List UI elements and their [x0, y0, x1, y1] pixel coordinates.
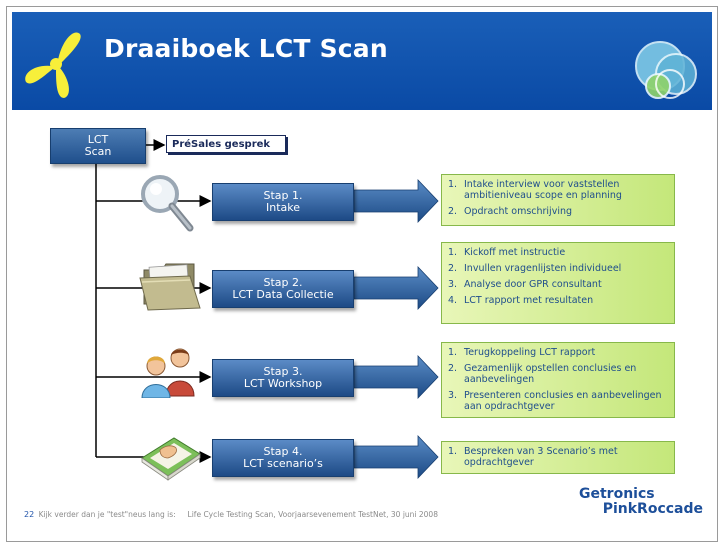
step-4-box: Stap 4. LCT scenario’s [212, 439, 354, 477]
item-text: Terugkoppeling LCT rapport [464, 347, 596, 358]
item-number: 1. [448, 347, 458, 358]
footer-text: Kijk verder dan je "test"neus lang is: L… [38, 510, 438, 519]
step-1-box: Stap 1. Intake [212, 183, 354, 221]
item-number: 2. [448, 206, 458, 217]
presales-box: PréSales gesprek [166, 135, 286, 153]
step-2-box: Stap 2. LCT Data Collectie [212, 270, 354, 308]
folder-icon [139, 263, 201, 311]
people-icon [141, 348, 195, 398]
item-text: Gezamenlijk opstellen conclusies en aanb… [464, 363, 637, 385]
list-item: 1. Bespreken van 3 Scenario’s met opdrach… [448, 446, 668, 468]
step-arrow [353, 179, 439, 223]
step-2-title: Stap 2. [263, 276, 303, 289]
list-item: 1. Terugkoppeling LCT rapport [448, 347, 668, 358]
list-item: 2. Opdracht omschrijving [448, 206, 668, 217]
step-3-title: Stap 3. [263, 365, 303, 378]
list-item: 2. Gezamenlijk opstellen conclusies en aa… [448, 363, 668, 385]
magnifier-icon [141, 175, 194, 232]
bubbles-logo-icon [635, 41, 697, 99]
page-number: 22 [24, 510, 35, 519]
item-number: 3. [448, 279, 458, 290]
item-number: 3. [448, 390, 458, 401]
lct-scan-label-line2: Scan [84, 145, 112, 158]
title-banner: Draaiboek LCT Scan [12, 12, 712, 110]
lct-scan-label-line1: LCT [87, 133, 109, 146]
step-1-details: 1. Intake interview voor vaststellen ambi… [441, 174, 675, 226]
book-icon [141, 437, 201, 481]
propeller-logo-icon [25, 32, 81, 98]
step-2-subtitle: LCT Data Collectie [232, 288, 334, 301]
step-2-details: 1. Kickoff met instructie 2. Invullen vrag… [441, 242, 675, 324]
item-text: Invullen vragenlijsten individueel [464, 263, 622, 274]
list-item: 3. Presenteren conclusies en aanbevelinge… [448, 390, 668, 412]
item-text: Analyse door GPR consultant [464, 279, 602, 290]
list-item: 4. LCT rapport met resultaten [448, 295, 668, 306]
step-3-details: 1. Terugkoppeling LCT rapport 2. Gezamenli… [441, 342, 675, 418]
item-number: 1. [448, 446, 458, 457]
step-4-title: Stap 4. [263, 445, 303, 458]
item-number: 4. [448, 295, 458, 306]
step-3-box: Stap 3. LCT Workshop [212, 359, 354, 397]
item-text: Bespreken van 3 Scenario’s met opdrachtg… [464, 446, 618, 468]
lct-scan-box: LCT Scan [50, 128, 146, 164]
step-arrow [353, 355, 439, 399]
list-item: 1. Intake interview voor vaststellen ambi… [448, 179, 668, 201]
presales-label: PréSales gesprek [172, 138, 271, 150]
step-4-details: 1. Bespreken van 3 Scenario’s met opdrach… [441, 441, 675, 474]
list-item: 1. Kickoff met instructie [448, 247, 668, 258]
item-number: 1. [448, 179, 458, 190]
item-number: 2. [448, 263, 458, 274]
company-logo: Getronics PinkRoccade [579, 486, 703, 517]
item-text: Opdracht omschrijving [464, 206, 573, 217]
step-1-title: Stap 1. [263, 189, 303, 202]
footer: 22 Kijk verder dan je "test"neus lang is… [24, 510, 438, 519]
step-arrow [353, 266, 439, 310]
item-number: 1. [448, 247, 458, 258]
step-3-subtitle: LCT Workshop [243, 377, 323, 390]
item-text: Intake interview voor vaststellen ambiti… [464, 179, 622, 201]
item-text: LCT rapport met resultaten [464, 295, 594, 306]
step-4-subtitle: LCT scenario’s [243, 457, 323, 470]
list-item: 2. Invullen vragenlijsten individueel [448, 263, 668, 274]
item-number: 2. [448, 363, 458, 374]
item-text: Kickoff met instructie [464, 247, 566, 258]
brand-line1: Getronics [579, 486, 655, 502]
step-1-subtitle: Intake [265, 201, 300, 214]
page-title: Draaiboek LCT Scan [104, 34, 388, 63]
step-arrow [353, 435, 439, 479]
item-text: Presenteren conclusies en aanbevelingen … [464, 390, 662, 412]
list-item: 3. Analyse door GPR consultant [448, 279, 668, 290]
brand-line2: PinkRoccade [602, 501, 703, 517]
